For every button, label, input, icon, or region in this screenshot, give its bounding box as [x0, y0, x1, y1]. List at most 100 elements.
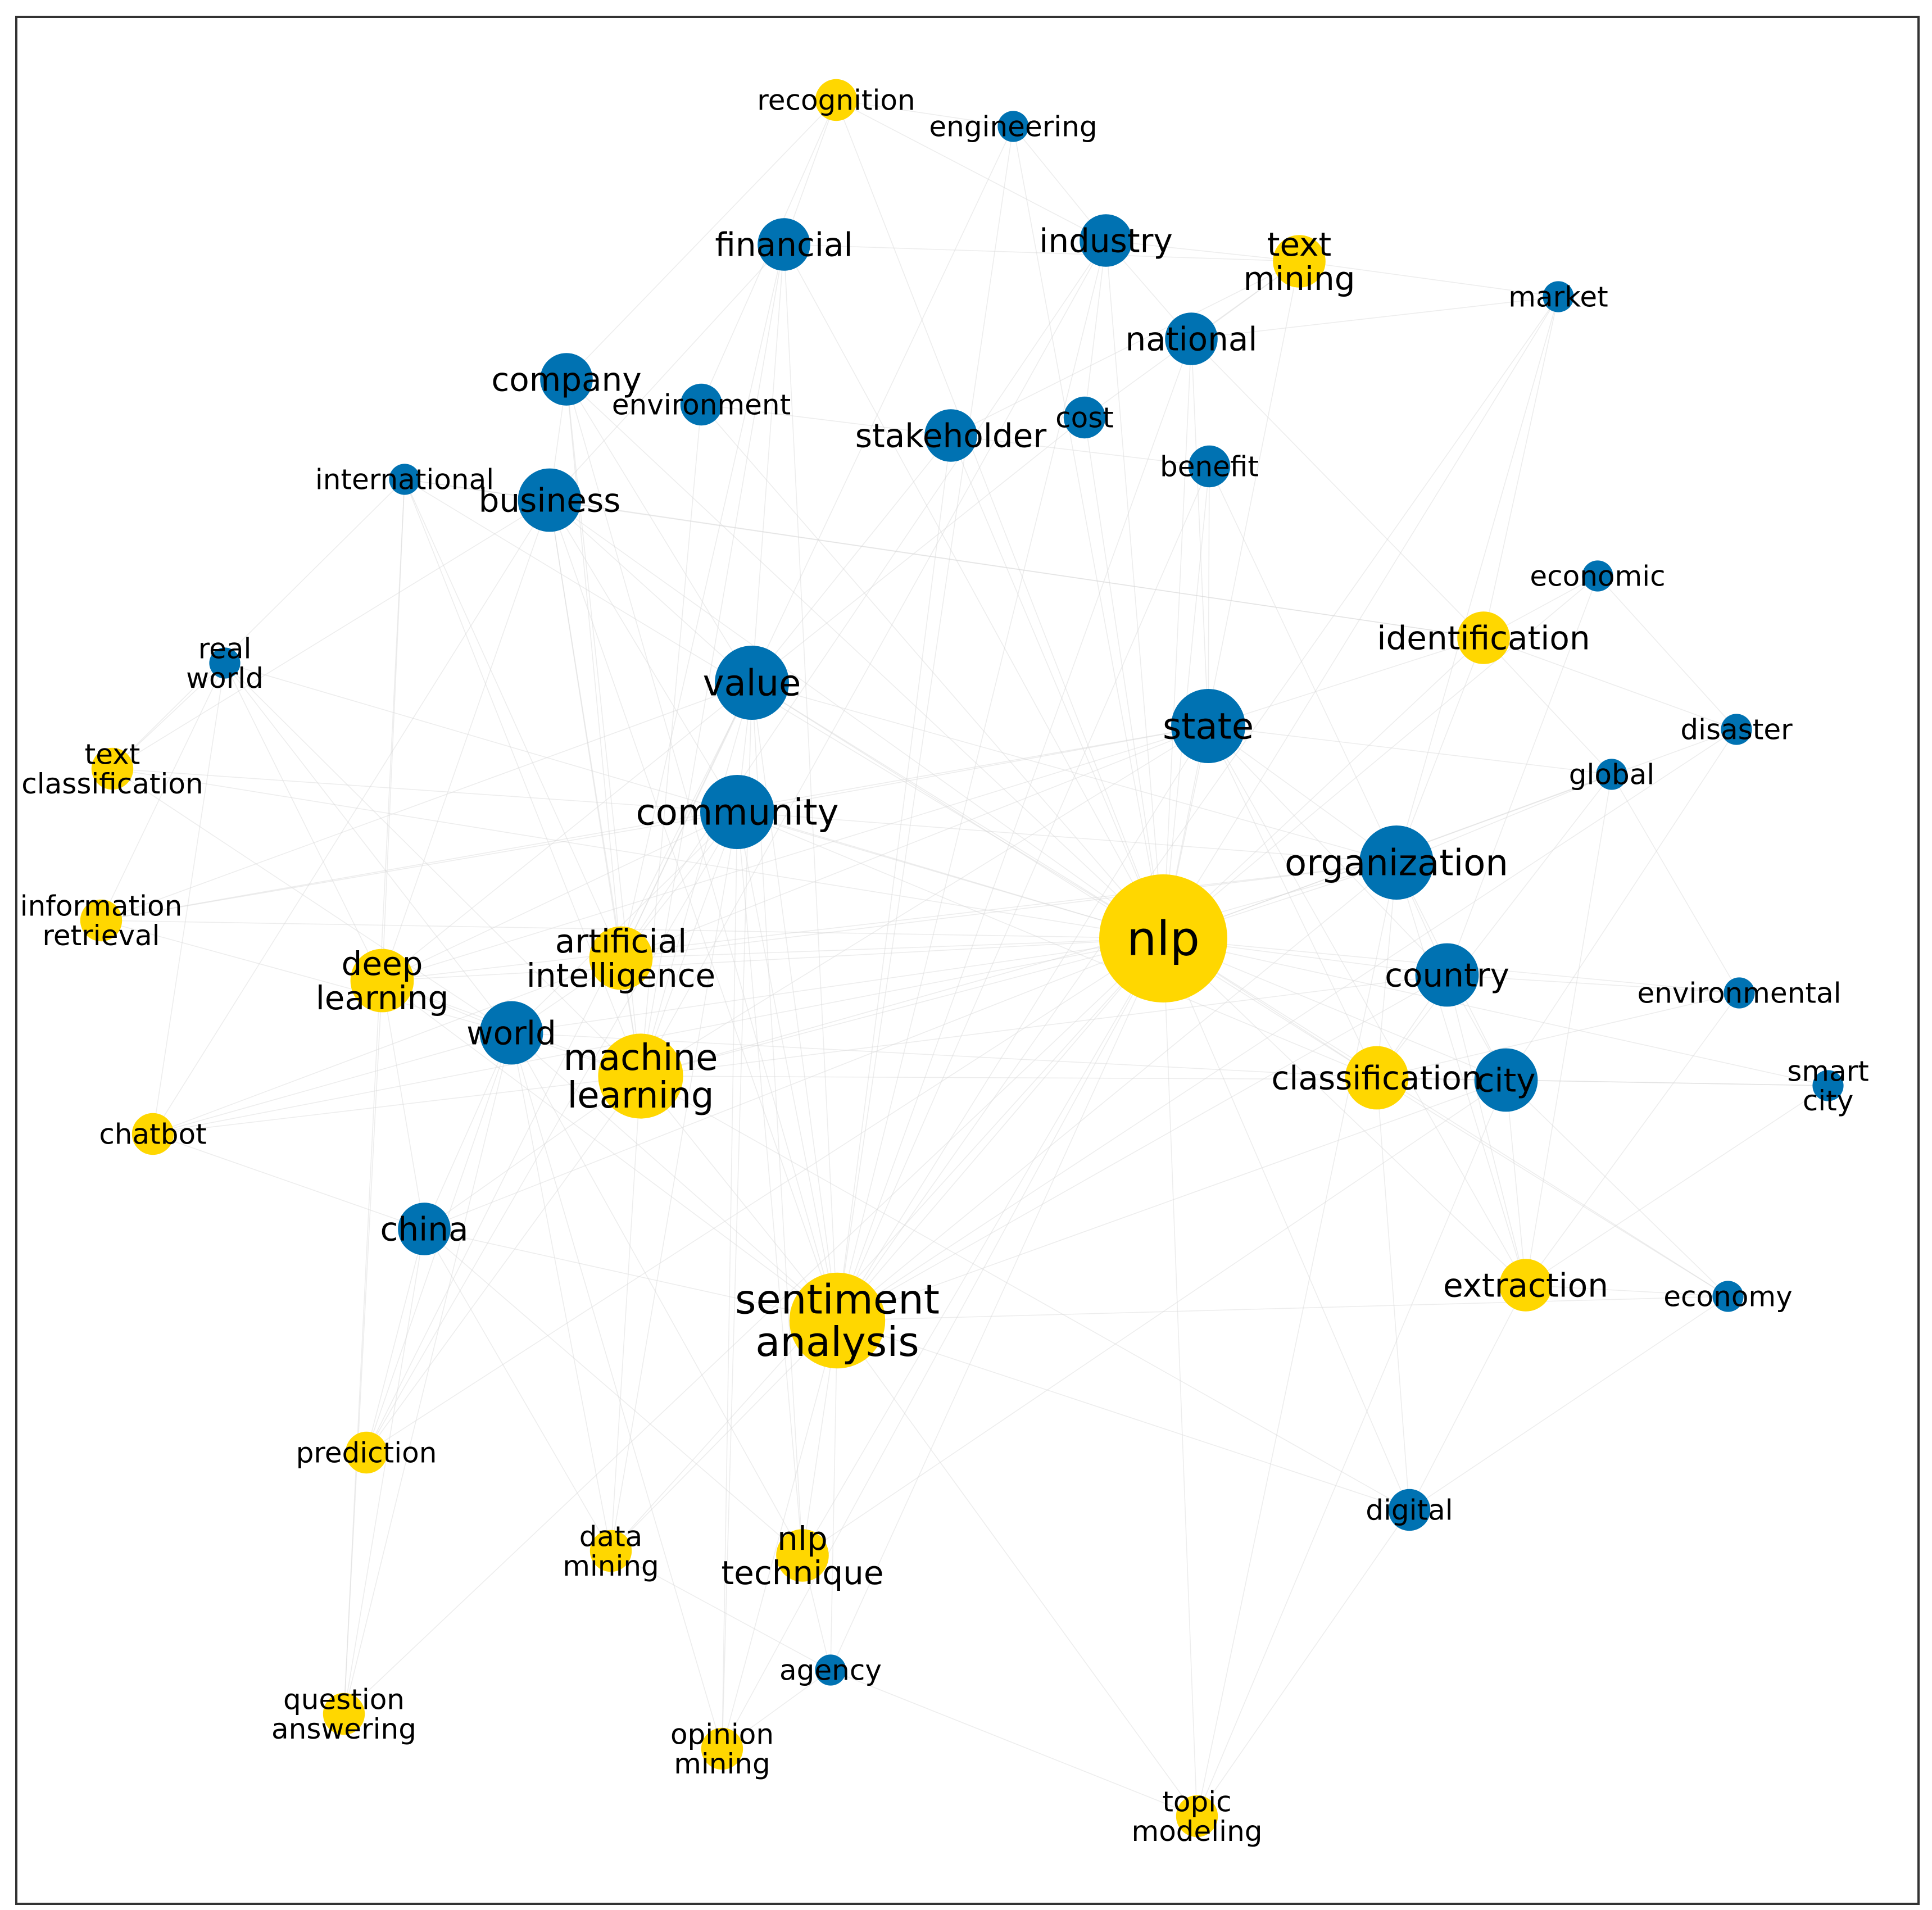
node-label-line: text	[85, 738, 140, 770]
node-country	[1415, 943, 1479, 1007]
edge-machine-learning-prediction	[366, 1076, 641, 1453]
edge-state-benefit	[1208, 466, 1210, 727]
edge-machine-learning-state	[640, 725, 1209, 1077]
node-city	[1474, 1048, 1538, 1112]
edge-nlp-recognition	[836, 99, 1164, 939]
edge-sentiment-analysis-machine-learning	[640, 1076, 838, 1321]
edge-state-global	[1208, 725, 1612, 775]
edge-deep-learning-state	[382, 725, 1209, 981]
edge-nlp-question-answering	[343, 938, 1164, 1714]
node-label-line: global	[1569, 759, 1655, 791]
edge-question-answering-world	[343, 1032, 512, 1714]
node-label-line: environmental	[1638, 977, 1842, 1010]
node-label-environmental: environmental	[1638, 977, 1842, 1010]
edge-nlp-community	[737, 811, 1164, 939]
edge-classification-digital	[1376, 1077, 1410, 1510]
edge-nlp-deep-learning	[382, 938, 1164, 981]
edge-sentiment-analysis-stakeholder	[837, 435, 951, 1321]
node-label-line: value	[703, 663, 801, 704]
node-chatbot	[131, 1113, 174, 1155]
edge-nlp-disaster	[1163, 729, 1737, 939]
edge-topic-modeling-agency	[830, 1669, 1198, 1817]
edge-sentiment-analysis-deep-learning	[382, 980, 838, 1321]
edge-value-financial	[751, 244, 784, 683]
node-label-line: learning	[316, 979, 449, 1017]
node-label-line: data	[579, 1520, 643, 1553]
edge-value-business	[549, 500, 752, 683]
node-label-international: international	[315, 464, 494, 496]
edge-deep-learning-value	[382, 682, 752, 981]
edge-text-classification-international	[112, 479, 405, 769]
node-identification	[1457, 611, 1510, 664]
edge-text-mining-financial	[783, 244, 1300, 262]
node-prediction	[345, 1431, 388, 1474]
edge-nlp-artificial-intelligence	[620, 938, 1164, 959]
node-label-prediction: prediction	[296, 1437, 437, 1469]
node-label-line: nlp	[777, 1519, 828, 1558]
edge-extraction-global	[1525, 774, 1612, 1286]
edge-data-mining-china	[424, 1228, 611, 1551]
edge-classification-state	[1208, 725, 1377, 1078]
node-label-line: smart	[1787, 1055, 1869, 1087]
node-classification	[1345, 1046, 1409, 1110]
edge-nlp-world	[511, 938, 1164, 1033]
edge-machine-learning-organization	[640, 862, 1397, 1077]
node-label-disaster: disaster	[1680, 714, 1793, 746]
edge-city-economy	[1505, 1079, 1729, 1297]
edge-machine-learning-data-mining	[610, 1076, 641, 1551]
edge-artificial-intelligence-value	[620, 682, 752, 959]
edge-classification-economy	[1376, 1077, 1729, 1297]
node-label-line: real	[198, 632, 252, 665]
node-label-line: digital	[1366, 1494, 1453, 1527]
node-label-line: state	[1163, 706, 1254, 747]
edge-nlp-topic-modeling	[1163, 938, 1198, 1817]
node-label-line: machine	[563, 1037, 718, 1079]
edge-sentiment-analysis-value	[751, 682, 838, 1321]
edge-nlp-digital	[1163, 938, 1410, 1510]
edge-world-china	[424, 1032, 512, 1230]
edge-extraction-environmental	[1525, 992, 1740, 1286]
edge-community-business	[549, 500, 738, 813]
edge-nlp-extraction	[1163, 938, 1526, 1286]
edge-recognition-company	[566, 99, 837, 380]
edge-artificial-intelligence-chatbot	[152, 958, 622, 1135]
edge-nlp-economy	[1163, 938, 1729, 1297]
edge-nlp-smart-city	[1163, 938, 1829, 1086]
node-label-line: answering	[271, 1713, 416, 1745]
node-label-line: question	[283, 1683, 405, 1716]
node-label-line: agency	[779, 1654, 882, 1687]
edge-economic-disaster	[1597, 575, 1737, 730]
node-label-financial: financial	[715, 225, 852, 264]
node-artificial-intelligence	[589, 926, 653, 990]
edge-digital-economy	[1409, 1296, 1729, 1510]
node-value	[715, 646, 789, 720]
edge-sentiment-analysis-country	[837, 974, 1448, 1321]
node-label-line: organization	[1285, 842, 1508, 884]
edge-nlp-machine-learning	[640, 938, 1164, 1077]
node-label-line: chatbot	[99, 1118, 206, 1151]
node-label-line: disaster	[1680, 714, 1793, 746]
node-label-line: intelligence	[527, 956, 715, 995]
node-label-line: identification	[1377, 619, 1590, 657]
node-agency	[815, 1654, 846, 1686]
edge-state-national	[1191, 338, 1209, 727]
edge-nlp-data-mining	[610, 938, 1164, 1551]
edge-nlp-market	[1163, 296, 1559, 939]
node-label-line: environment	[612, 389, 791, 421]
edge-machine-learning-value	[640, 682, 752, 1077]
edge-information-retrieval-state	[101, 725, 1209, 921]
node-label-chatbot: chatbot	[99, 1118, 206, 1151]
edge-organization-global	[1396, 774, 1612, 863]
node-label-line: retrieval	[42, 919, 160, 952]
edge-information-retrieval-value	[101, 682, 752, 921]
node-label-national: national	[1125, 320, 1257, 358]
edge-sentiment-analysis-economy	[837, 1296, 1729, 1321]
node-label-line: city	[1803, 1085, 1854, 1117]
edge-artificial-intelligence-engineering	[620, 126, 1014, 959]
node-label-line: stakeholder	[855, 416, 1047, 455]
edge-deep-learning-community	[382, 811, 738, 981]
